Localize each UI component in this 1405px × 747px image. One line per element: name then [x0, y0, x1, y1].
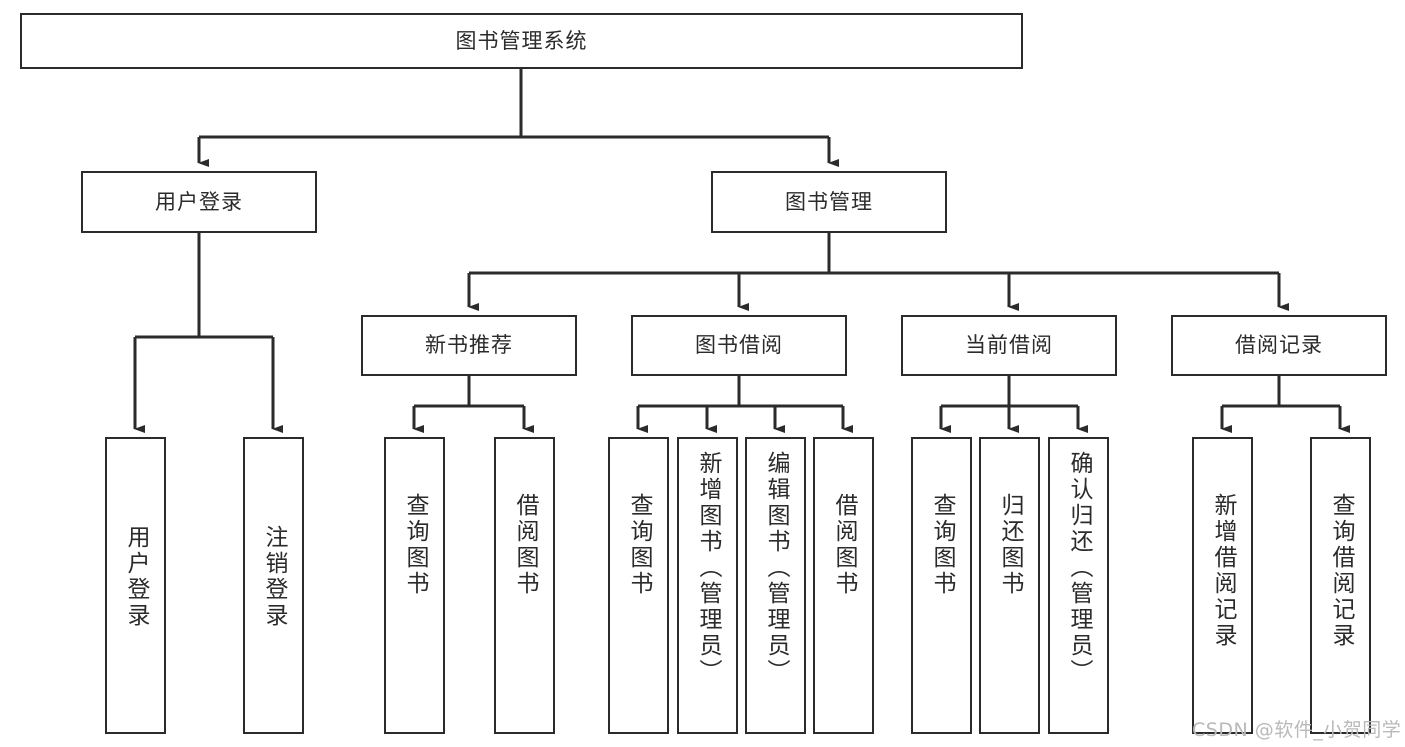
leaf-user-login[interactable]: 用户登录	[105, 437, 166, 734]
node-label: 查询借阅记录	[1328, 493, 1354, 649]
node-label: 归还图书	[997, 493, 1023, 597]
node-book-management[interactable]: 图书管理	[711, 171, 947, 233]
leaf-add-borrow-record[interactable]: 新增借阅记录	[1192, 437, 1253, 734]
leaf-query-book-recommend[interactable]: 查询图书	[384, 437, 445, 734]
node-user-login[interactable]: 用户登录	[81, 171, 317, 233]
node-label: 借阅记录	[1235, 333, 1323, 358]
node-root-system[interactable]: 图书管理系统	[20, 13, 1023, 69]
node-label: 新增借阅记录	[1210, 493, 1236, 649]
node-label: 新增图书（管理员）	[695, 451, 721, 685]
node-label: 图书管理系统	[455, 28, 588, 53]
leaf-edit-book-admin[interactable]: 编辑图书（管理员）	[745, 437, 806, 734]
node-label: 查询图书	[402, 493, 428, 597]
node-label: 查询图书	[929, 493, 955, 597]
csdn-watermark: CSDN @软件_小贺同学	[1192, 719, 1402, 741]
node-label: 图书借阅	[695, 333, 783, 358]
node-book-borrow[interactable]: 图书借阅	[631, 315, 847, 376]
node-label: 注销登录	[261, 525, 287, 629]
leaf-borrow-book[interactable]: 借阅图书	[813, 437, 874, 734]
node-label: 用户登录	[123, 525, 149, 629]
node-label: 编辑图书（管理员）	[763, 451, 789, 685]
node-label: 新书推荐	[425, 333, 513, 358]
leaf-user-logout[interactable]: 注销登录	[243, 437, 304, 734]
leaf-query-book-current[interactable]: 查询图书	[911, 437, 972, 734]
node-label: 借阅图书	[831, 493, 857, 597]
leaf-add-book-admin[interactable]: 新增图书（管理员）	[677, 437, 738, 734]
node-label: 当前借阅	[965, 333, 1053, 358]
node-label: 借阅图书	[512, 493, 538, 597]
leaf-return-book[interactable]: 归还图书	[979, 437, 1040, 734]
leaf-query-book-borrow[interactable]: 查询图书	[608, 437, 669, 734]
leaf-confirm-return-admin[interactable]: 确认归还（管理员）	[1048, 437, 1109, 734]
node-label: 确认归还（管理员）	[1066, 451, 1092, 685]
node-borrow-record[interactable]: 借阅记录	[1171, 315, 1387, 376]
node-label: 查询图书	[626, 493, 652, 597]
leaf-query-borrow-record[interactable]: 查询借阅记录	[1310, 437, 1371, 734]
node-current-borrow[interactable]: 当前借阅	[901, 315, 1117, 376]
node-new-book-recommend[interactable]: 新书推荐	[361, 315, 577, 376]
leaf-borrow-book-recommend[interactable]: 借阅图书	[494, 437, 555, 734]
node-label: 图书管理	[785, 189, 873, 214]
node-label: 用户登录	[155, 189, 243, 214]
